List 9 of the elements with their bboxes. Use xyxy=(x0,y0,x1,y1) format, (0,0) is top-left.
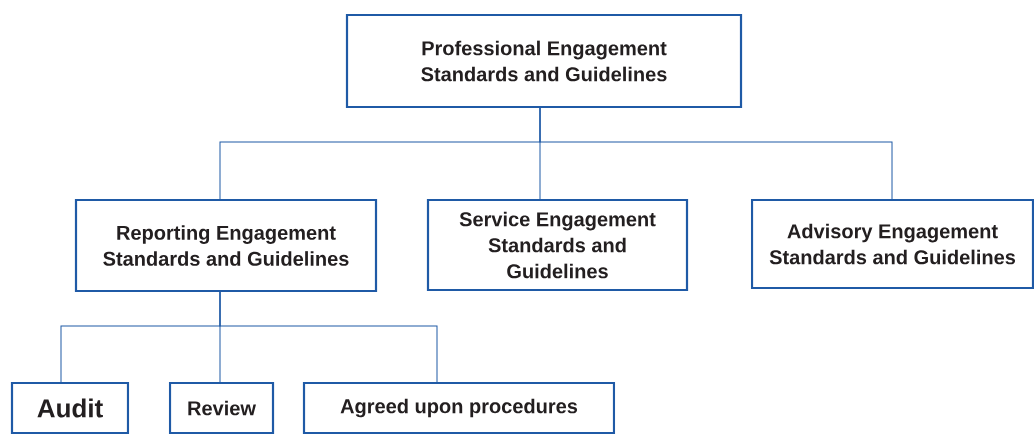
standards-box: Reporting Engagement Standards and Guidelines xyxy=(74,198,378,293)
connector-line xyxy=(219,291,438,383)
standards-box: Service Engagement Standards and Guidelines xyxy=(426,198,689,292)
standards-box: Audit xyxy=(10,381,130,434)
standards-box: Professional Engagement Standards and Guidelines xyxy=(345,13,743,109)
standards-box: Review xyxy=(168,381,275,434)
connector-line xyxy=(539,107,893,200)
standards-box: Advisory Engagement Standards and Guidelines xyxy=(750,198,1034,290)
standards-box: Agreed upon procedures xyxy=(302,381,616,434)
